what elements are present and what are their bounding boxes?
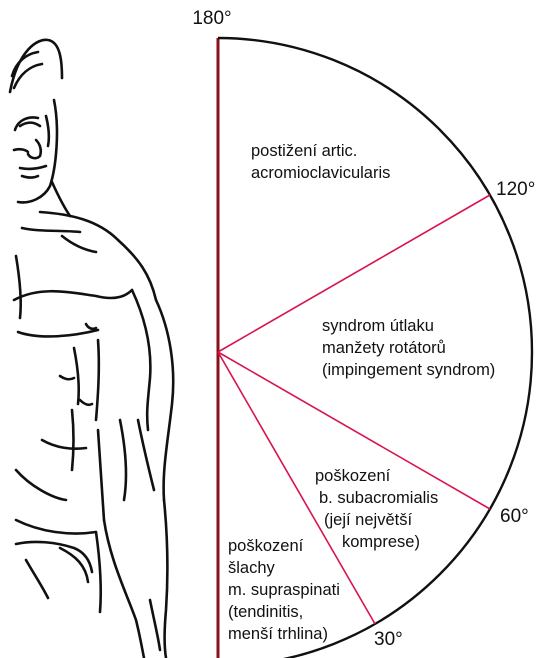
angle-180-label: 180°: [192, 8, 231, 29]
svg-text:m. supraspinati: m. supraspinati: [228, 581, 340, 599]
svg-text:menší trhlina): menší trhlina): [228, 625, 328, 643]
svg-text:poškození: poškození: [228, 537, 304, 555]
svg-text:(impingement syndrom): (impingement syndrom): [322, 361, 495, 379]
zone-subacromial-label: poškození b. subacromialis (její největš…: [315, 467, 438, 551]
zone-impingement-label: syndrom útlaku manžety rotátorů (impinge…: [322, 317, 495, 379]
svg-text:(její největší: (její největší: [324, 511, 412, 529]
svg-text:poškození: poškození: [315, 467, 391, 485]
zone-supraspinatus-label: poškození šlachy m. supraspinati (tendin…: [228, 537, 340, 643]
svg-text:acromioclavicularis: acromioclavicularis: [251, 164, 390, 182]
svg-text:syndrom útlaku: syndrom útlaku: [322, 317, 434, 335]
svg-text:šlachy: šlachy: [228, 559, 276, 577]
angle-30-label: 30°: [374, 629, 403, 650]
svg-text:(tendinitis,: (tendinitis,: [228, 603, 303, 621]
angle-120-label: 120°: [496, 179, 535, 200]
svg-text:manžety rotátorů: manžety rotátorů: [322, 339, 446, 357]
human-figure-illustration: [10, 40, 173, 658]
svg-text:komprese): komprese): [342, 533, 420, 551]
svg-text:postižení artic.: postižení artic.: [251, 142, 357, 160]
angle-60-label: 60°: [500, 506, 529, 527]
svg-text:b. subacromialis: b. subacromialis: [319, 489, 438, 507]
zone-acromioclavicular-label: postižení artic. acromioclavicularis: [251, 142, 390, 182]
